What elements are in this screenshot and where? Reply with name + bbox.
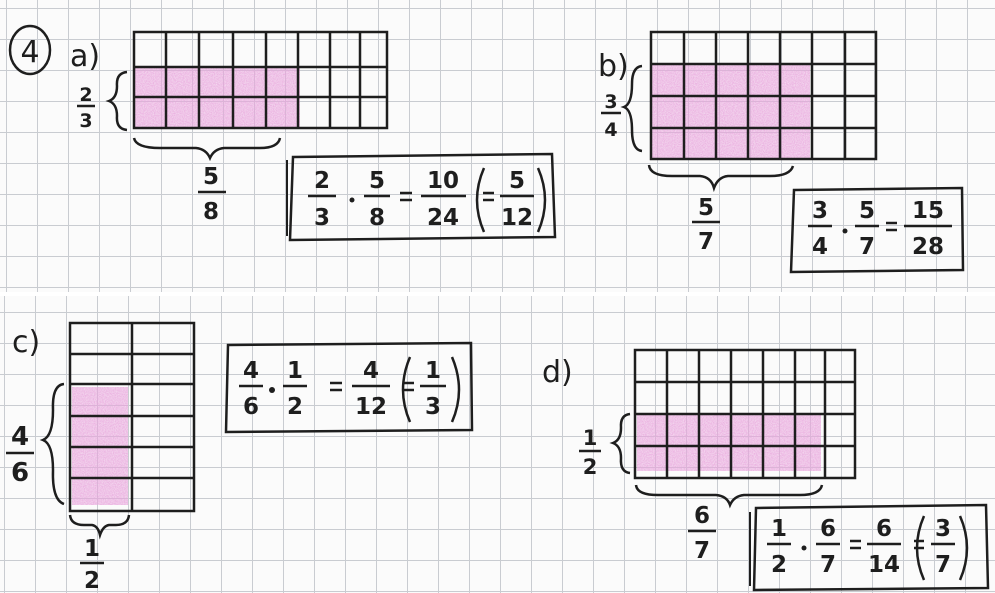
part-d-col-den: 7 [694, 538, 710, 564]
part-b-row-fraction: 3 4 [601, 91, 621, 141]
exercise-number-text: 4 [20, 35, 39, 70]
part-c-row-brace [39, 382, 65, 506]
part-a-eq-simplified-den: 12 [501, 205, 533, 231]
part-a-shading [134, 68, 300, 129]
part-d-col-num: 6 [694, 503, 710, 529]
part-c-eq-f1-num: 4 [243, 358, 259, 384]
part-d-eq-f2-num: 6 [820, 516, 836, 542]
part-a-equation-box: 2 3 5 8 10 24 5 12 [286, 152, 557, 242]
part-c-row-num: 4 [11, 422, 29, 452]
part-b-equation-box: 3 4 5 7 15 28 [789, 186, 965, 274]
scan-seam [0, 292, 995, 296]
part-c-col-brace [68, 514, 131, 540]
part-b-row-brace [620, 64, 643, 153]
part-a-row-den: 3 [79, 110, 92, 132]
part-a-row-fraction: 2 3 [77, 84, 95, 132]
part-b-col-den: 7 [698, 229, 714, 255]
part-b-col-fraction: 5 7 [692, 195, 720, 255]
part-c-eq-result-num: 4 [363, 358, 379, 384]
part-d-col-brace [634, 484, 824, 509]
part-a: a) 2 3 5 8 2 3 5 [70, 30, 557, 242]
part-c-eq-f1-den: 6 [243, 394, 259, 420]
part-d-col-fraction: 6 7 [688, 503, 716, 564]
part-c-label: c) [12, 325, 40, 360]
part-d-row-fraction: 1 2 [579, 426, 601, 479]
part-b-eq-f2-den: 7 [859, 234, 875, 260]
part-c-eq-result-den: 12 [355, 394, 387, 420]
part-c-eq-simplified-num: 1 [425, 358, 441, 384]
part-c-eq-f2-den: 2 [287, 394, 303, 420]
part-b-col-num: 5 [698, 195, 714, 221]
part-c-equation-box: 4 6 1 2 4 12 1 3 [224, 341, 474, 434]
part-a-col-brace [132, 137, 282, 162]
part-d: d) 1 2 6 7 1 2 6 7 [542, 348, 990, 592]
part-b-eq-f1-num: 3 [812, 198, 828, 224]
part-a-eq-f1-num: 2 [314, 168, 330, 194]
part-d-eq-simplified-den: 7 [935, 552, 951, 578]
part-c-row-den: 6 [11, 458, 29, 488]
part-a-eq-result-den: 24 [427, 205, 459, 231]
part-d-equation-box: 1 2 6 7 6 14 3 7 [749, 503, 990, 592]
part-c: c) 4 6 1 2 4 6 1 2 [6, 321, 474, 593]
part-b: b) 3 4 5 7 3 4 5 7 [598, 30, 965, 274]
part-d-eq-simplified-num: 3 [935, 516, 951, 542]
part-b-grid [649, 30, 878, 161]
part-d-eq-f2-den: 7 [820, 552, 836, 578]
part-b-row-num: 3 [604, 91, 617, 113]
part-d-label: d) [542, 355, 573, 390]
part-a-eq-f2-num: 5 [369, 168, 385, 194]
part-a-col-fraction: 5 8 [198, 164, 226, 225]
part-a-eq-f2-den: 8 [369, 205, 385, 231]
part-d-row-num: 1 [583, 426, 598, 450]
part-b-eq-result-den: 28 [912, 234, 944, 260]
part-c-col-num: 1 [84, 536, 100, 562]
part-c-row-fraction: 4 6 [6, 422, 34, 488]
part-b-eq-f1-den: 4 [812, 234, 828, 260]
part-b-row-den: 4 [604, 119, 617, 141]
part-b-eq-result-num: 15 [912, 198, 944, 224]
part-c-col-den: 2 [84, 568, 100, 593]
part-c-eq-f2-num: 1 [287, 358, 303, 384]
part-a-eq-simplified-num: 5 [509, 168, 525, 194]
part-b-shading [652, 64, 810, 158]
part-d-grid [633, 348, 857, 480]
part-d-shading [637, 415, 821, 471]
part-a-label: a) [70, 39, 100, 74]
part-a-grid [132, 30, 389, 130]
part-d-row-brace [609, 412, 631, 475]
part-d-eq-result-num: 6 [876, 516, 892, 542]
part-a-col-den: 8 [203, 199, 219, 225]
part-a-eq-f1-den: 3 [314, 205, 330, 231]
part-a-eq-result-num: 10 [427, 168, 459, 194]
part-b-col-brace [647, 164, 795, 193]
part-d-eq-f1-den: 2 [771, 552, 787, 578]
part-c-grid [68, 321, 196, 513]
part-d-eq-f1-num: 1 [771, 516, 787, 542]
part-a-row-brace [105, 70, 128, 132]
part-a-row-num: 2 [79, 84, 92, 106]
part-a-col-num: 5 [203, 164, 219, 190]
part-d-eq-result-den: 14 [868, 552, 900, 578]
part-b-eq-f2-num: 5 [859, 198, 875, 224]
exercise-number: 4 [8, 24, 52, 76]
part-d-row-den: 2 [583, 455, 598, 479]
part-b-label: b) [598, 49, 629, 84]
part-c-eq-simplified-den: 3 [425, 394, 441, 420]
part-c-col-fraction: 1 2 [80, 536, 104, 593]
